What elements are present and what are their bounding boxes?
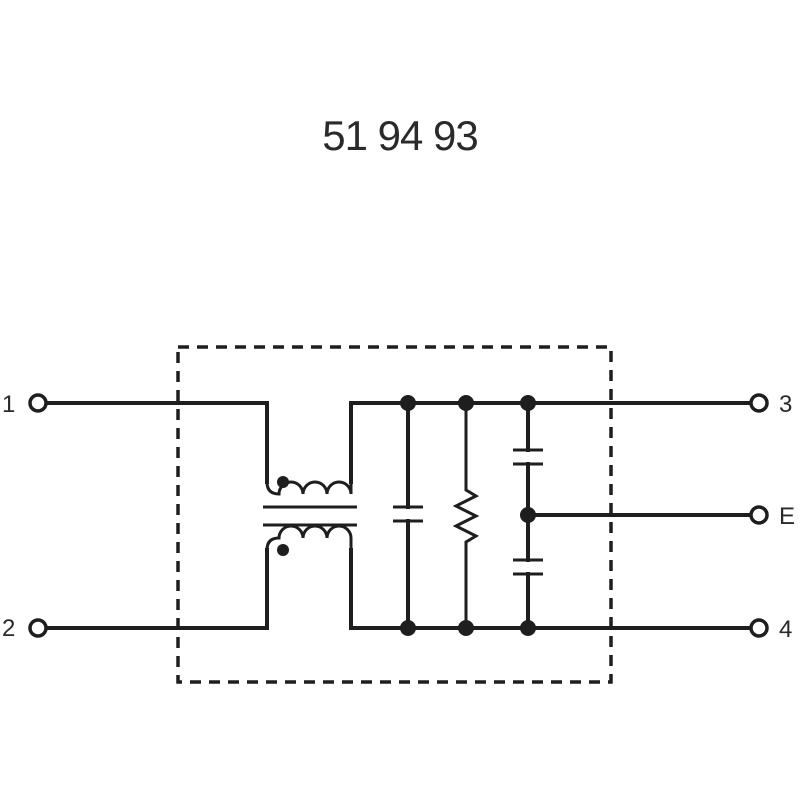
polarity-dot-top — [277, 476, 289, 488]
junction-dot — [400, 620, 416, 636]
bleeder-resistor — [452, 403, 480, 628]
terminal-3-label: 3 — [779, 391, 792, 418]
junction-dot — [520, 395, 536, 411]
x-capacitor — [393, 401, 423, 630]
terminal-e — [749, 505, 769, 525]
input-wire-1 — [38, 401, 269, 484]
junction-dot — [520, 620, 536, 636]
terminal-1-label: 1 — [2, 391, 15, 418]
junction-dot — [400, 395, 416, 411]
bottom-bus — [349, 548, 760, 630]
y-capacitor-top — [513, 401, 543, 517]
common-mode-choke — [263, 476, 357, 556]
junction-dot — [520, 507, 536, 523]
terminal-2-label: 2 — [2, 615, 15, 642]
top-bus — [349, 401, 760, 484]
part-number-label: 51 94 93 — [322, 112, 479, 159]
polarity-dot-bottom — [277, 544, 289, 556]
y-capacitor-bottom — [513, 513, 543, 630]
terminal-4 — [749, 618, 769, 638]
terminal-4-label: 4 — [779, 616, 792, 643]
terminal-3 — [749, 393, 769, 413]
junction-dot — [458, 395, 474, 411]
terminal-2 — [28, 618, 48, 638]
junction-dot — [458, 620, 474, 636]
terminal-e-label: E — [779, 503, 795, 530]
input-wire-2 — [38, 548, 269, 630]
enclosure-outline — [176, 345, 613, 684]
terminal-1 — [28, 393, 48, 413]
